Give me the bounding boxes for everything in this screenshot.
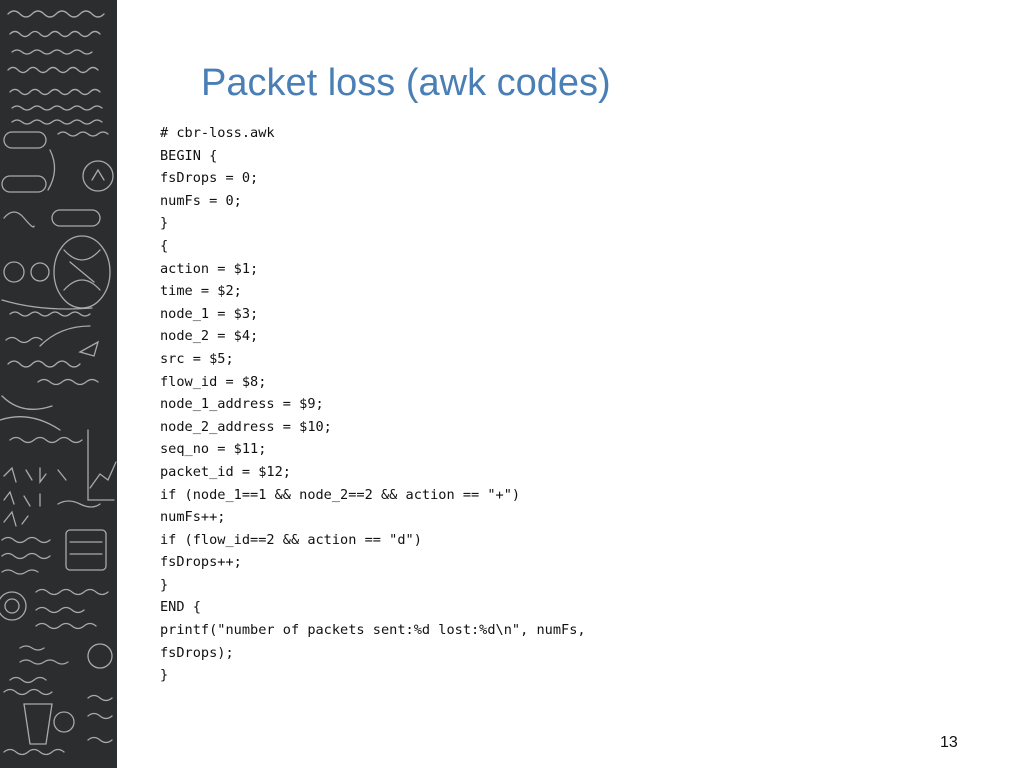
code-line: } [160,667,169,684]
code-line: if (node_1==1 && node_2==2 && action == … [160,486,521,503]
code-line: { [160,237,169,254]
page-number: 13 [940,734,958,751]
code-line: numFs = 0; [160,192,242,209]
chalkboard-decoration-panel [0,0,117,768]
code-line: flow_id = $8; [160,373,267,390]
code-line: BEGIN { [160,147,218,164]
code-line: } [160,576,169,593]
code-line: seq_no = $11; [160,441,267,458]
code-line: fsDrops = 0; [160,170,259,187]
code-line: # cbr-loss.awk [160,125,275,141]
code-line: fsDrops); [160,644,234,661]
code-line: node_2 = $4; [160,328,259,345]
code-line: src = $5; [160,350,234,367]
code-line: fsDrops++; [160,554,242,571]
code-line: END { [160,599,201,616]
slide-title: Packet loss (awk codes) [201,62,611,104]
code-line: packet_id = $12; [160,463,291,480]
chalk-doodles-image [0,10,117,756]
code-line: node_2_address = $10; [160,418,332,435]
code-line: printf("number of packets sent:%d lost:%… [160,622,586,639]
code-line: } [160,215,169,232]
code-line: node_1 = $3; [160,305,259,322]
code-line: numFs++; [160,509,226,526]
code-line: time = $2; [160,283,242,300]
code-line: action = $1; [160,260,259,277]
code-line: node_1_address = $9; [160,396,324,413]
code-line: if (flow_id==2 && action == "d") [160,531,422,548]
